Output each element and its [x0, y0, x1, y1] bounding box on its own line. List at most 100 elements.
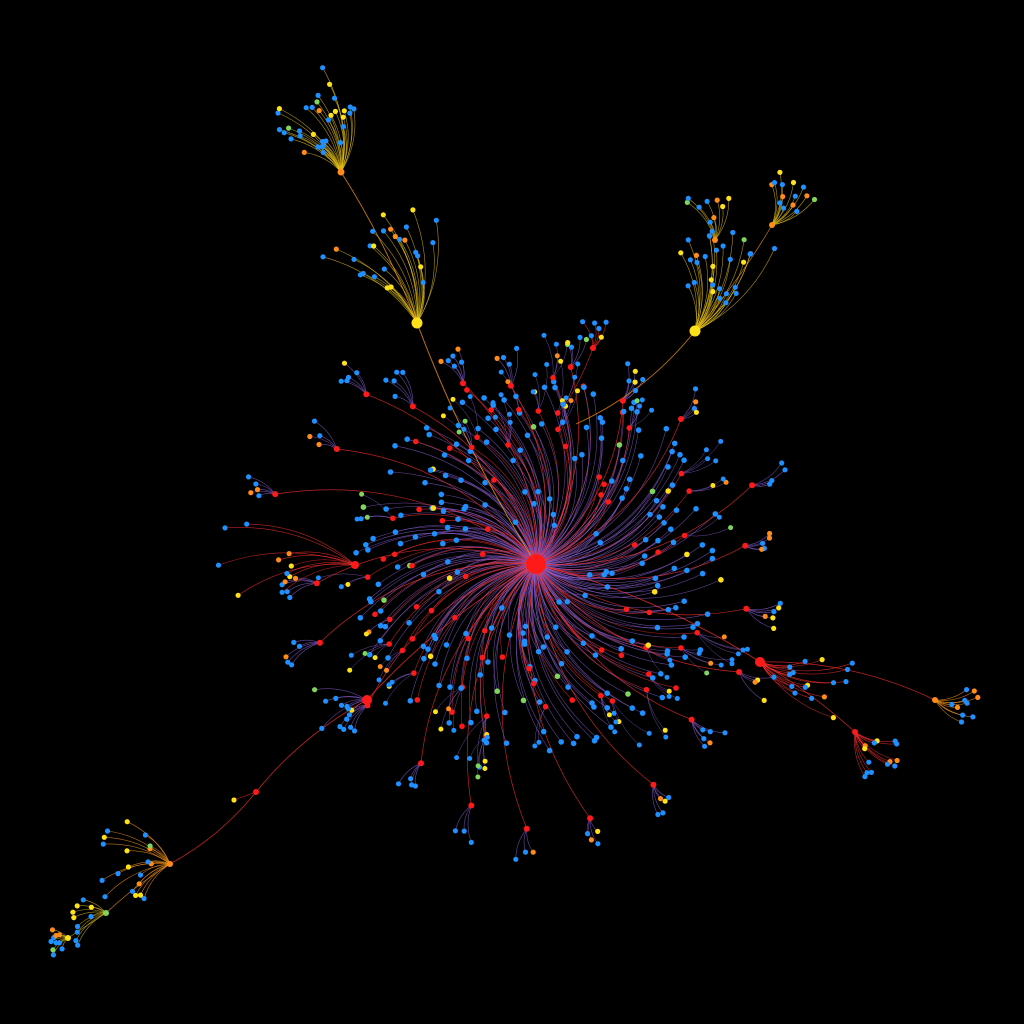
ring-node: [499, 605, 505, 611]
ring-node: [366, 596, 373, 602]
hub-edge: [471, 447, 537, 565]
leaf-node: [383, 700, 388, 706]
ring-node: [432, 661, 438, 667]
leaf-node: [279, 589, 285, 595]
ring-node: [599, 419, 606, 426]
ring-node: [536, 699, 543, 705]
sub-hub-node: [167, 861, 173, 867]
ring-node: [464, 655, 470, 662]
leaf-node: [723, 479, 729, 485]
ring-node: [546, 496, 553, 502]
leaf-edge: [681, 441, 721, 474]
leaf-node: [141, 895, 147, 902]
leaf-node: [446, 706, 452, 712]
leaf-node: [777, 600, 783, 606]
ring-node: [413, 438, 419, 445]
leaf-node: [730, 229, 736, 236]
leaf-node: [50, 947, 56, 953]
leaf-edge: [416, 255, 424, 324]
leaf-node: [327, 81, 333, 87]
leaf-node: [359, 491, 365, 497]
leaf-edge: [289, 563, 356, 577]
hub-edge: [387, 563, 537, 659]
ring-node: [538, 421, 545, 427]
leaf-edge: [246, 523, 356, 566]
hub-edge: [535, 484, 673, 565]
leaf-node: [377, 664, 383, 670]
leaf-node: [871, 740, 877, 746]
ring-node: [642, 536, 649, 543]
leaf-node: [584, 831, 591, 837]
ring-node: [582, 592, 588, 599]
ring-node: [609, 570, 615, 576]
hub-edge: [392, 514, 537, 565]
leaf-edge: [477, 716, 488, 766]
hub-edge: [365, 529, 537, 565]
ring-node: [409, 636, 416, 642]
leaf-node: [125, 864, 131, 870]
ring-node: [597, 539, 604, 546]
leaf-node: [663, 734, 669, 740]
leaf-edge: [771, 182, 778, 226]
leaf-node: [450, 396, 456, 402]
leaf-node: [498, 392, 504, 398]
leaf-node: [741, 237, 747, 243]
ring-node: [579, 451, 585, 458]
ring-node: [681, 598, 687, 604]
leaf-node: [554, 353, 560, 359]
ring-node: [475, 425, 481, 432]
ring-node: [526, 665, 532, 672]
leaf-node: [720, 203, 726, 210]
ring-node: [436, 682, 442, 689]
spoke-node: [742, 542, 749, 549]
leaf-node: [381, 266, 387, 272]
hub-edge: [535, 387, 566, 565]
leaf-edge: [759, 661, 853, 672]
leaf-node: [395, 781, 402, 787]
leaf-node: [315, 92, 321, 98]
ring-node: [629, 638, 636, 644]
ring-node: [671, 565, 678, 572]
ring-node: [681, 457, 687, 464]
ring-node: [420, 643, 427, 650]
leaf-node: [735, 651, 741, 657]
leaf-node: [311, 418, 318, 424]
ring-node: [554, 410, 561, 416]
ring-node: [482, 627, 488, 634]
ring-node: [564, 649, 570, 655]
ring-node: [654, 624, 661, 631]
leaf-node: [819, 657, 825, 663]
ring-node: [659, 694, 666, 701]
leaf-edge: [224, 527, 356, 566]
ring-node: [686, 488, 692, 494]
leaf-edge: [759, 661, 834, 718]
leaf-edge: [385, 672, 415, 704]
hub-edge: [535, 446, 571, 565]
ring-node: [377, 638, 384, 644]
leaf-edge: [373, 245, 418, 324]
hub-edge: [380, 561, 537, 626]
spoke-edge: [462, 382, 537, 565]
leaf-node: [777, 169, 783, 175]
leaf-edge: [771, 182, 794, 226]
leaf-edge: [681, 449, 707, 474]
hub-edge: [454, 563, 537, 618]
leaf-node: [320, 149, 326, 155]
leaf-edge: [612, 700, 640, 746]
ring-node: [649, 488, 656, 495]
ring-node: [704, 611, 711, 617]
ring-node: [353, 550, 359, 556]
leaf-node: [296, 128, 303, 134]
leaf-node: [780, 194, 786, 200]
ring-node: [510, 457, 516, 464]
leaf-node: [536, 739, 542, 745]
leaf-node: [830, 680, 837, 686]
ring-node: [485, 659, 491, 665]
leaf-node: [868, 769, 875, 776]
spoke-edge: [319, 562, 537, 643]
leaf-node: [281, 130, 287, 136]
leaf-node: [702, 743, 708, 749]
leaf-node: [246, 474, 252, 480]
leaf-node: [500, 354, 507, 361]
hub-edge: [411, 547, 537, 566]
